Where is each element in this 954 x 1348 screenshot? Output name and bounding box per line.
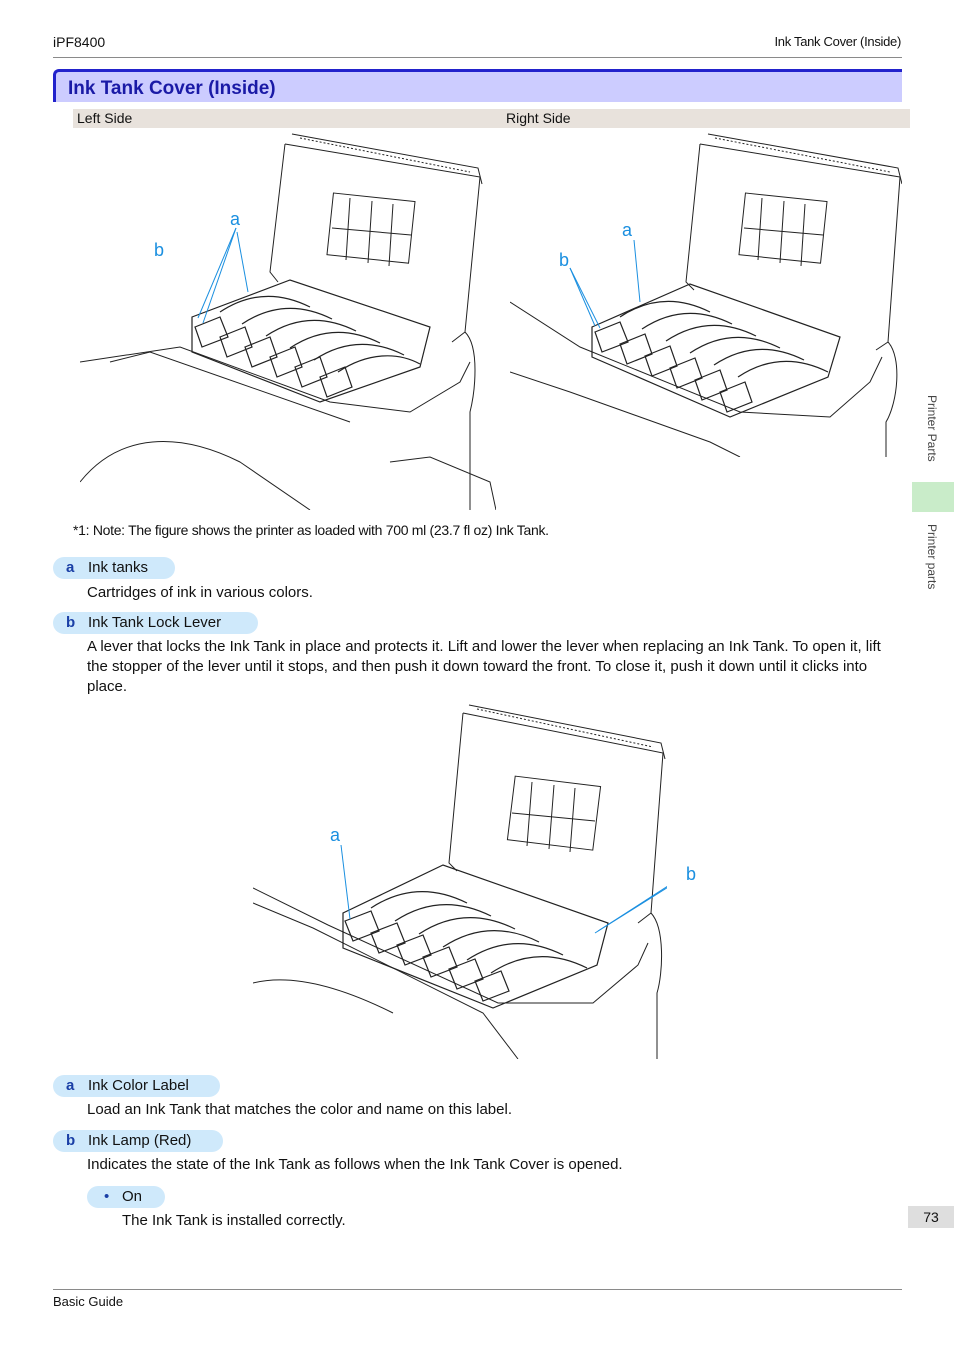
item-description: Cartridges of ink in various colors. bbox=[87, 584, 313, 601]
item-label: Ink Color Label bbox=[88, 1077, 189, 1094]
item-key: b bbox=[66, 1132, 76, 1149]
side-tab-printer-parts[interactable]: Printer Parts bbox=[925, 395, 939, 462]
state-label: On bbox=[122, 1188, 143, 1205]
item-key: a bbox=[66, 1077, 75, 1094]
callout-a-center: a bbox=[330, 825, 341, 845]
side-tab-active-marker bbox=[912, 482, 954, 512]
state-on: • On bbox=[87, 1186, 165, 1208]
ink-color-label-illustration: a bbox=[253, 703, 667, 1059]
callout-b-left: b bbox=[154, 240, 164, 260]
item-ink-tank-lock-lever: b Ink Tank Lock Lever bbox=[53, 612, 258, 634]
state-description: The Ink Tank is installed correctly. bbox=[122, 1212, 346, 1229]
item-key: a bbox=[66, 559, 75, 576]
header-section: Ink Tank Cover (Inside) bbox=[774, 34, 901, 49]
column-left-label: Left Side bbox=[77, 110, 133, 126]
item-label: Ink tanks bbox=[88, 559, 149, 576]
figure-column-headers: Left Side Right Side bbox=[73, 109, 910, 128]
footer-guide-name: Basic Guide bbox=[53, 1294, 124, 1309]
callout-b-right: b bbox=[559, 250, 569, 270]
item-description: A lever that locks the Ink Tank in place… bbox=[87, 638, 881, 695]
right-side-illustration: a b bbox=[510, 132, 902, 457]
callout-a-right: a bbox=[622, 220, 633, 240]
item-label: Ink Lamp (Red) bbox=[88, 1132, 192, 1149]
column-right-label: Right Side bbox=[506, 110, 571, 126]
item-key: b bbox=[66, 614, 76, 631]
header-model: iPF8400 bbox=[53, 34, 106, 50]
side-tab-printer-parts-sub[interactable]: Printer parts bbox=[925, 524, 939, 590]
page-title: Ink Tank Cover (Inside) bbox=[68, 78, 276, 99]
item-label: Ink Tank Lock Lever bbox=[88, 614, 222, 631]
bullet-icon: • bbox=[104, 1188, 110, 1205]
section-title-bar: Ink Tank Cover (Inside) bbox=[53, 69, 902, 102]
left-side-illustration: a b bbox=[80, 132, 496, 510]
item-ink-lamp: b Ink Lamp (Red) bbox=[53, 1130, 223, 1152]
header-divider bbox=[53, 57, 902, 58]
item-ink-tanks: a Ink tanks bbox=[53, 557, 175, 579]
callout-a-left: a bbox=[230, 209, 241, 229]
footer-divider bbox=[53, 1289, 902, 1290]
item-description: Indicates the state of the Ink Tank as f… bbox=[87, 1156, 623, 1173]
item-ink-color-label: a Ink Color Label bbox=[53, 1075, 220, 1097]
item-description: Load an Ink Tank that matches the color … bbox=[87, 1101, 512, 1118]
page-number: 73 bbox=[908, 1206, 954, 1228]
callout-b-center-label: b bbox=[686, 864, 697, 884]
figure-note: *1: Note: The figure shows the printer a… bbox=[73, 522, 549, 538]
